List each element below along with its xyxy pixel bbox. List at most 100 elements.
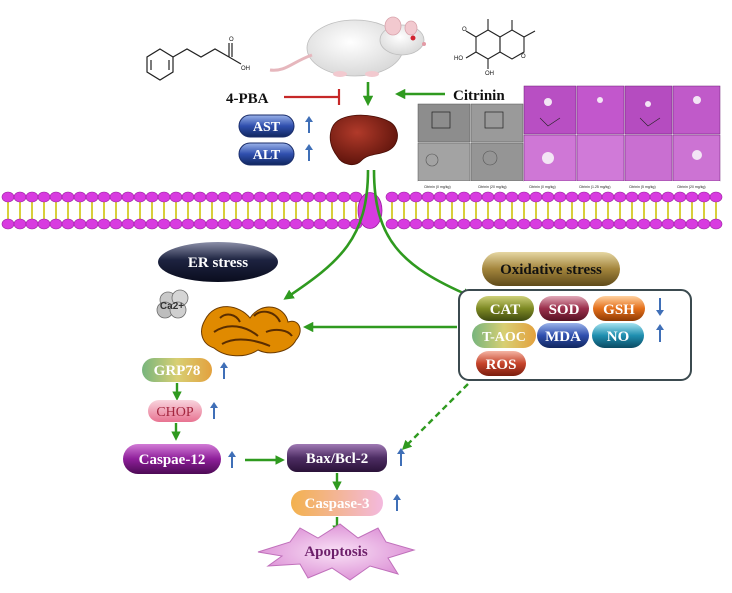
oxidative-down-arrow-icon bbox=[656, 298, 664, 316]
lipid-head bbox=[589, 191, 603, 203]
calcium-label: Ca2+ bbox=[160, 301, 184, 312]
caspase3-up-arrow-icon bbox=[393, 494, 401, 511]
lipid-head bbox=[217, 191, 231, 203]
sod-label: SOD bbox=[549, 302, 580, 318]
chop-label: CHOP bbox=[156, 405, 194, 420]
lipid-head bbox=[661, 191, 675, 203]
lipid-head bbox=[481, 218, 495, 230]
mda-label: MDA bbox=[545, 329, 581, 345]
gsh-label: GSH bbox=[603, 302, 635, 318]
liver-icon bbox=[329, 114, 398, 166]
cat-pill: CAT bbox=[476, 296, 534, 321]
lipid-head bbox=[709, 191, 723, 203]
lipid-head bbox=[1, 218, 15, 230]
lipid-head bbox=[649, 191, 663, 203]
lipid-head bbox=[37, 218, 51, 230]
lipid-head bbox=[97, 191, 111, 203]
lipid-head bbox=[277, 191, 291, 203]
caspase3-pill: Caspase-3 bbox=[291, 490, 383, 516]
lipid-head bbox=[25, 218, 39, 230]
micrograph-caption: Citrinin (1.25 mg/kg) bbox=[579, 185, 611, 189]
lipid-head bbox=[85, 191, 99, 203]
liver-to-er-arrow bbox=[283, 169, 370, 300]
lipid-head bbox=[505, 218, 519, 230]
lipid-head bbox=[385, 191, 399, 203]
cell-membrane bbox=[1, 191, 723, 230]
micrograph-caption: Citrinin (0 mg/kg) bbox=[529, 185, 556, 189]
lipid-head bbox=[229, 191, 243, 203]
ast-up-arrow-icon bbox=[305, 116, 313, 133]
lipid-head bbox=[301, 191, 315, 203]
t-aoc-pill: T-AOC bbox=[472, 323, 536, 348]
sod-pill: SOD bbox=[539, 296, 589, 321]
lipid-head bbox=[193, 218, 207, 230]
alt-up-arrow-icon bbox=[305, 144, 313, 161]
t-aoc-label: T-AOC bbox=[482, 330, 526, 345]
lipid-head bbox=[673, 191, 687, 203]
apoptosis-label: Apoptosis bbox=[304, 544, 368, 560]
lipid-head bbox=[493, 191, 507, 203]
lipid-head bbox=[553, 191, 567, 203]
lipid-head bbox=[241, 218, 255, 230]
lipid-head bbox=[421, 218, 435, 230]
lipid-head bbox=[601, 218, 615, 230]
lipid-head bbox=[157, 191, 171, 203]
lipid-head bbox=[613, 191, 627, 203]
lipid-head bbox=[265, 191, 279, 203]
lipid-head bbox=[661, 218, 675, 230]
mda-pill: MDA bbox=[537, 323, 589, 348]
lipid-head bbox=[637, 191, 651, 203]
lipid-head bbox=[577, 191, 591, 203]
lipid-head bbox=[157, 218, 171, 230]
lipid-head bbox=[649, 218, 663, 230]
liver-to-oxidative-arrow bbox=[372, 169, 473, 298]
endoplasmic-reticulum-icon bbox=[201, 306, 301, 357]
lipid-head bbox=[517, 218, 531, 230]
lipid-head bbox=[61, 191, 75, 203]
lipid-head bbox=[145, 218, 159, 230]
lipid-head bbox=[265, 218, 279, 230]
lipid-head bbox=[205, 191, 219, 203]
lipid-head bbox=[73, 218, 87, 230]
lipid-head bbox=[325, 191, 339, 203]
lipid-head bbox=[457, 218, 471, 230]
lipid-head bbox=[409, 218, 423, 230]
lipid-head bbox=[541, 218, 555, 230]
caspase3-label: Caspase-3 bbox=[304, 496, 369, 512]
lipid-head bbox=[529, 218, 543, 230]
inhibition-arrow bbox=[284, 89, 341, 105]
inhibitor-label: 4-PBA bbox=[226, 91, 269, 107]
lipid-head bbox=[313, 191, 327, 203]
lipid-head bbox=[133, 191, 147, 203]
lipid-head bbox=[685, 191, 699, 203]
lipid-head bbox=[409, 191, 423, 203]
lipid-head bbox=[181, 218, 195, 230]
lipid-head bbox=[121, 218, 135, 230]
lipid-head bbox=[277, 218, 291, 230]
bax-bcl2-pill: Bax/Bcl-2 bbox=[287, 444, 387, 472]
lipid-head bbox=[529, 191, 543, 203]
lipid-head bbox=[97, 218, 111, 230]
oxidative-to-bax-dashed-arrow bbox=[401, 383, 469, 451]
lipid-head bbox=[625, 191, 639, 203]
lipid-head bbox=[673, 218, 687, 230]
oxidative-stress-pill: Oxidative stress bbox=[482, 252, 620, 286]
calcium-ions-icon: Ca2+ bbox=[156, 289, 189, 319]
no-pill: NO bbox=[592, 323, 644, 348]
lipid-head bbox=[481, 191, 495, 203]
histology-micrographs bbox=[523, 85, 721, 190]
lipid-head bbox=[61, 218, 75, 230]
electron-micrographs bbox=[417, 103, 524, 190]
rat-image bbox=[269, 16, 426, 77]
micrograph-caption: Citrinin (0 mg/kg) bbox=[424, 185, 451, 189]
lipid-head bbox=[553, 218, 567, 230]
lipid-head bbox=[541, 191, 555, 203]
lipid-head bbox=[697, 191, 711, 203]
lipid-head bbox=[613, 218, 627, 230]
ast-label: AST bbox=[253, 120, 281, 135]
citrinin-oh-label: OH bbox=[485, 71, 494, 77]
grp78-label: GRP78 bbox=[154, 363, 201, 379]
micrograph-caption: Citrinin (20 mg/kg) bbox=[677, 185, 706, 189]
lipid-head bbox=[517, 191, 531, 203]
